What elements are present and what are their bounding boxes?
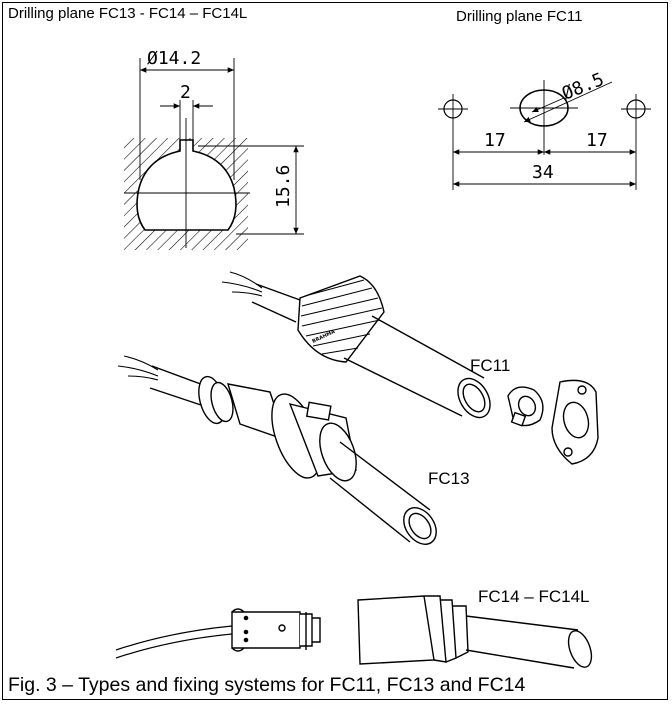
fc11-sensor-illustration — [221, 271, 491, 419]
figure-caption: Fig. 3 – Types and fixing systems for FC… — [8, 674, 526, 696]
dim-diameter-8-5: Ø8.5 — [559, 69, 607, 105]
dim-slot-2: 2 — [180, 82, 191, 103]
label-fc13: FC13 — [428, 469, 470, 488]
header-drilling-plane-fc11: Drilling plane FC11 — [456, 8, 583, 25]
drilling-plane-fc13-drawing — [124, 58, 304, 250]
dim-spacing-right-17: 17 — [586, 130, 608, 151]
label-fc11: FC11 — [470, 356, 511, 375]
dim-height-15-6: 15.6 — [273, 165, 294, 208]
header-drilling-plane-fc13: Drilling plane FC13 - FC14 – FC14L — [8, 5, 248, 22]
dim-diameter-14-2: Ø14.2 — [147, 48, 201, 69]
drilling-plane-fc11-drawing — [438, 80, 651, 190]
label-fc14-fc14l: FC14 – FC14L — [478, 587, 590, 606]
dim-spacing-left-17: 17 — [484, 130, 506, 151]
fc13-sensor-illustration — [117, 355, 437, 545]
fc11-nut-and-bracket — [507, 379, 599, 465]
dim-spacing-total-34: 34 — [532, 162, 554, 183]
fc14-sensor-illustration — [115, 595, 593, 669]
